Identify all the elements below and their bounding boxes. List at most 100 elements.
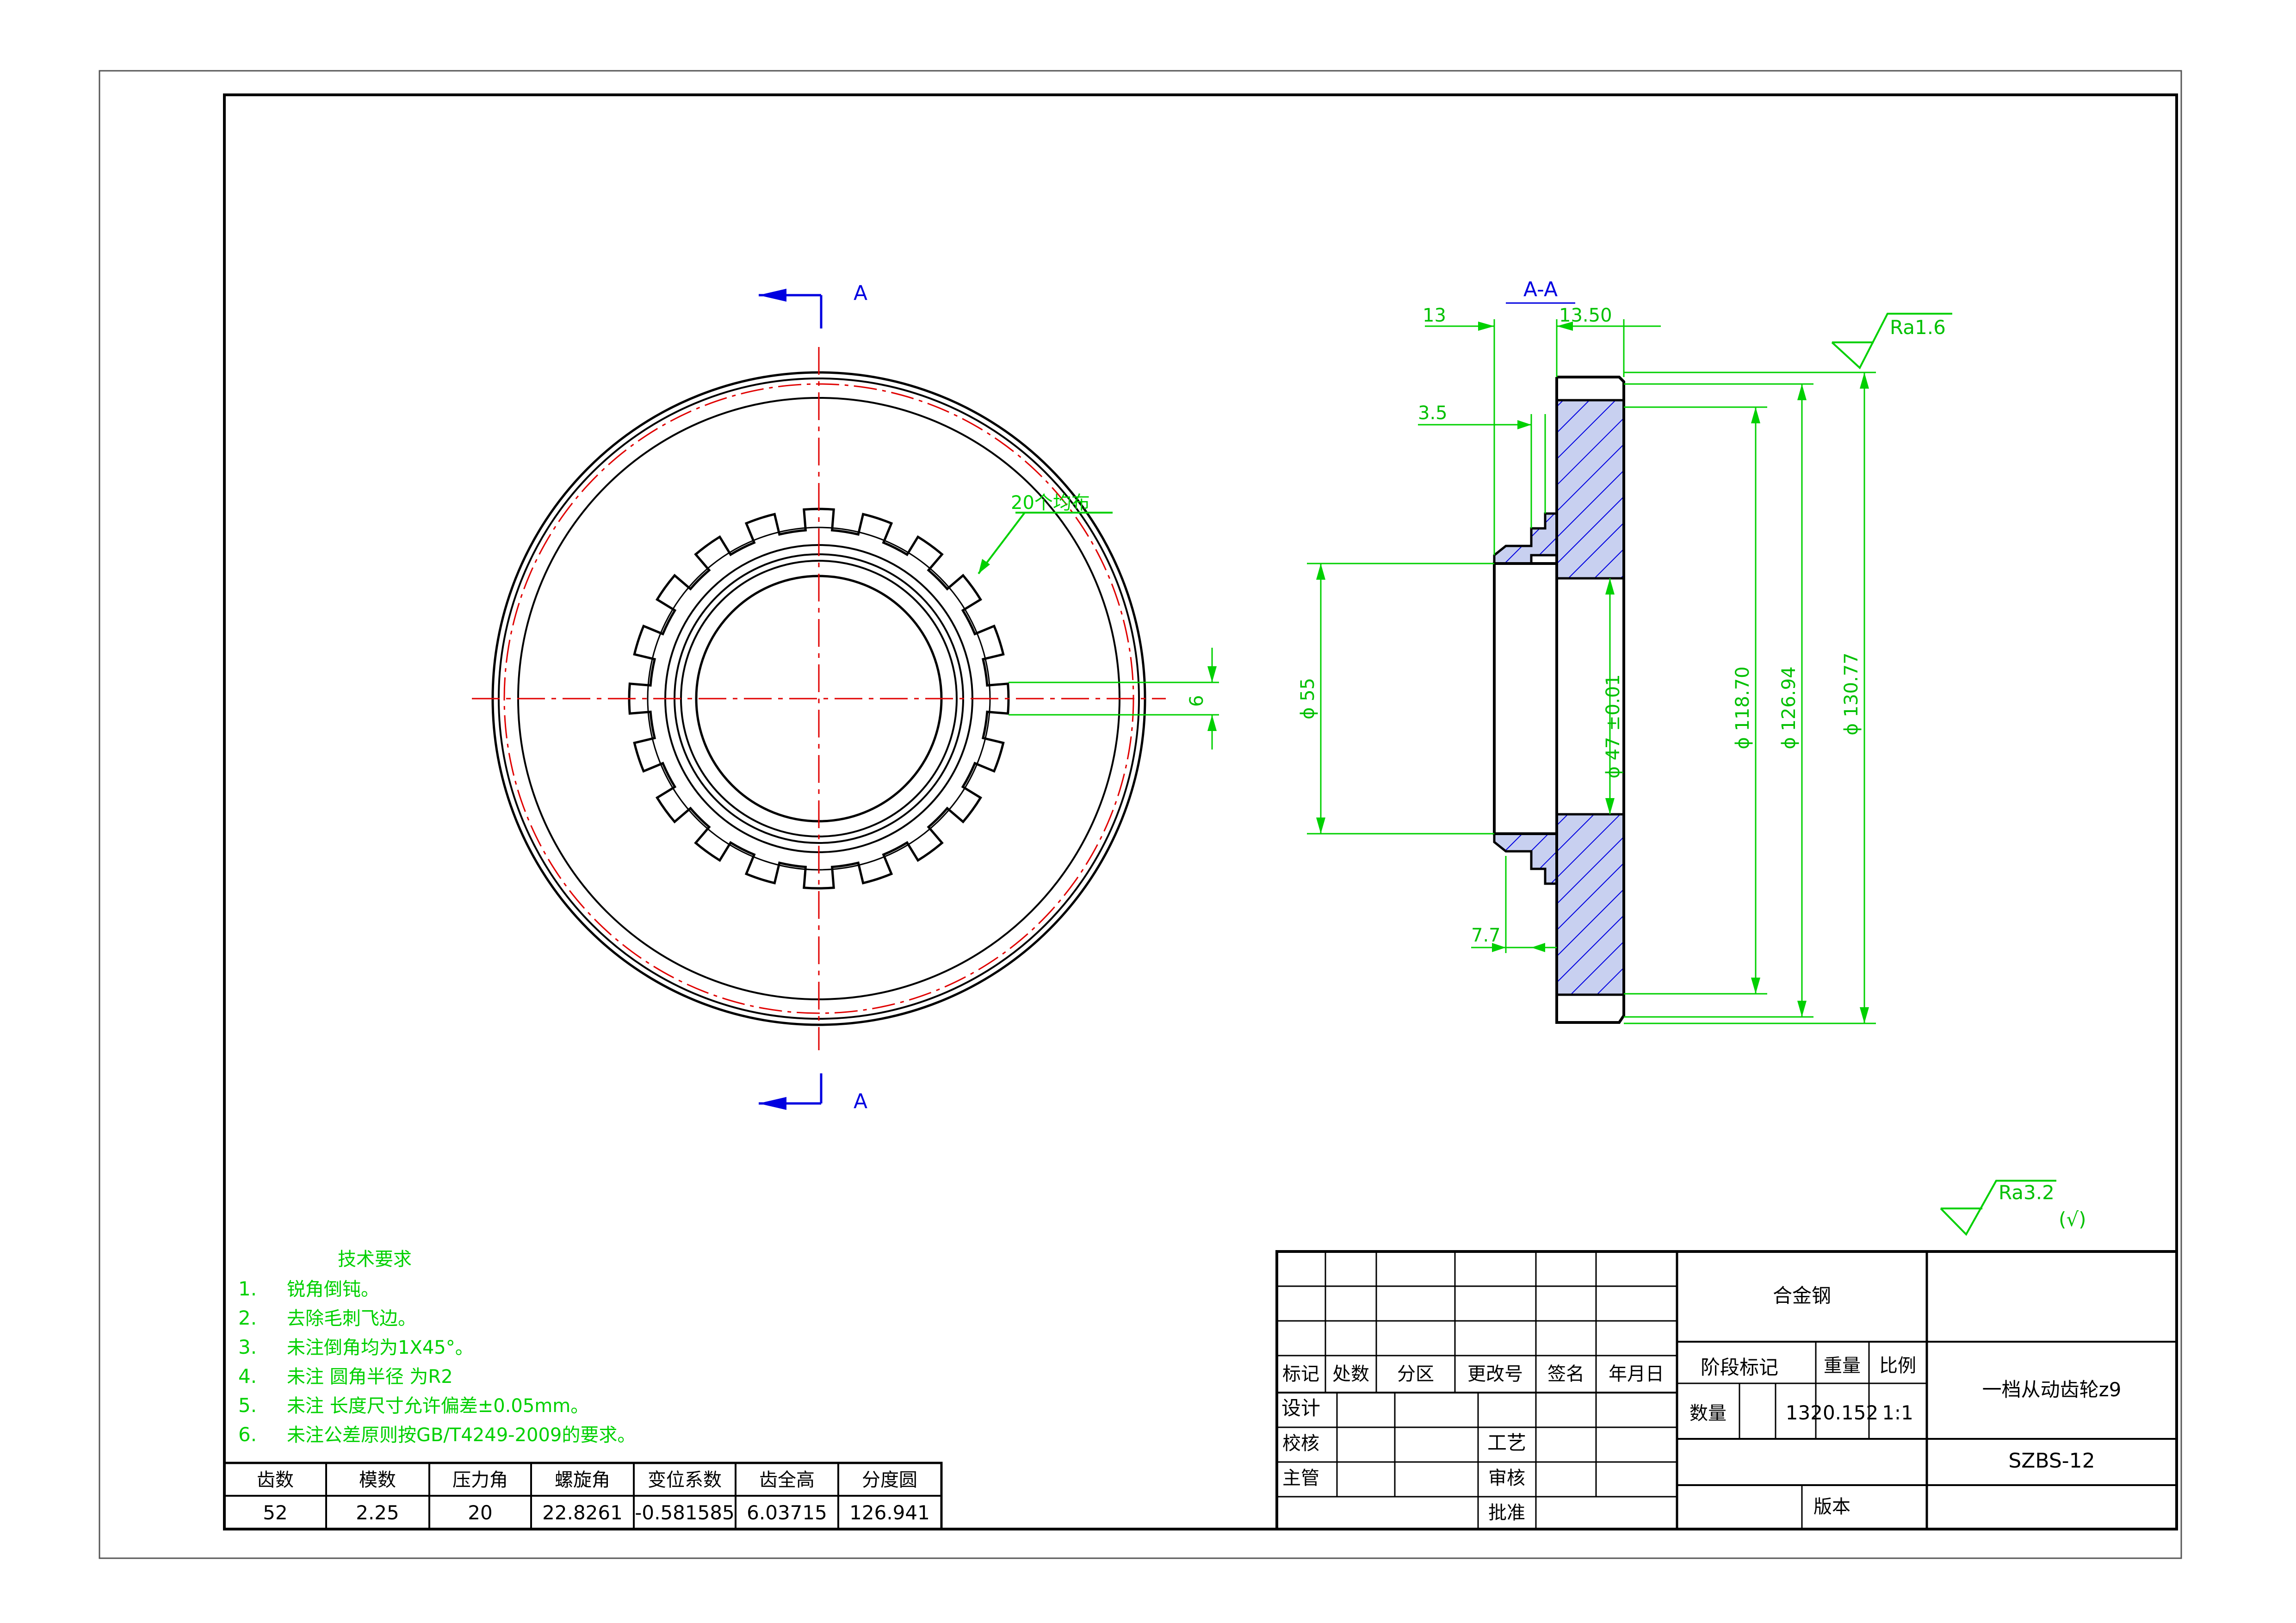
tech-item-2-text: 去除毛刺飞边。 xyxy=(287,1308,416,1329)
tech-item-5-text: 未注 长度尺寸允许偏差±0.05mm。 xyxy=(287,1395,589,1417)
dim-130-arrow-bottom xyxy=(1860,1007,1869,1023)
section-arrow-top-head xyxy=(759,289,786,302)
tb-process: 工艺 xyxy=(1487,1431,1526,1454)
gear-value-profile-shift: -0.581585 xyxy=(635,1501,735,1524)
gear-header-helix-angle: 螺旋角 xyxy=(555,1469,610,1491)
dim-126-label: ϕ 126.94 xyxy=(1778,666,1800,749)
tech-item-2-num: 2. xyxy=(238,1307,257,1329)
tb-qty-label: 数量 xyxy=(1690,1403,1727,1424)
gear-value-pitch-diameter: 126.941 xyxy=(849,1501,930,1524)
callout-arrowhead xyxy=(978,559,990,574)
tech-item-4-num: 4. xyxy=(238,1365,257,1388)
gear-value-tooth-depth: 6.03715 xyxy=(747,1501,827,1524)
section-label-bottom: A xyxy=(854,1090,867,1113)
tb-design: 设计 xyxy=(1281,1397,1320,1419)
tb-rev-signature: 签名 xyxy=(1547,1363,1584,1385)
tb-chief: 主管 xyxy=(1282,1468,1319,1489)
dim-3-5-arrow xyxy=(1517,420,1531,429)
dim-55-label: ϕ 55 xyxy=(1297,678,1318,719)
dim-130-arrow-top xyxy=(1860,372,1869,389)
front-view: A A 20个均布 6 xyxy=(472,281,1219,1113)
dim-6-arrow-top xyxy=(1207,666,1217,682)
dim-13-50-label: 13.50 xyxy=(1559,305,1612,326)
spline-teeth-outline xyxy=(628,508,1010,890)
tb-weight-value: 1320.152 xyxy=(1786,1401,1878,1424)
tb-scale-value: 1:1 xyxy=(1882,1401,1913,1424)
tb-check: 校核 xyxy=(1282,1433,1319,1454)
tb-weight-label: 重量 xyxy=(1824,1355,1861,1376)
dim-13-arrow xyxy=(1478,322,1494,331)
tb-scale-label: 比例 xyxy=(1879,1355,1916,1376)
section-view: A-A 13 13.50 3.5 7.7 xyxy=(1297,278,1952,1024)
outer-border xyxy=(99,70,2182,1559)
title-block: 标记 处数 分区 更改号 签名 年月日 设计 校核 主管 工艺 审核 批准 合金… xyxy=(1275,1250,2178,1530)
dim-47-label: ϕ 47 ±0.01 xyxy=(1603,674,1624,778)
roughness-ra32-label: Ra3.2 xyxy=(1999,1181,2055,1204)
dim-55-arrow-bottom xyxy=(1316,818,1325,834)
tech-requirements: 技术要求 1. 锐角倒钝。 2. 去除毛刺飞边。 3. 未注倒角均为1X45°。… xyxy=(238,1249,636,1446)
tb-rev-change-no: 更改号 xyxy=(1467,1363,1523,1385)
dim-6-label: 6 xyxy=(1186,695,1207,706)
dim-13-label: 13 xyxy=(1423,305,1446,326)
hub-bore xyxy=(1493,562,1558,835)
roughness-ra16-label: Ra1.6 xyxy=(1890,316,1946,339)
tb-material: 合金钢 xyxy=(1773,1284,1831,1307)
tb-rev-zone: 分区 xyxy=(1397,1363,1434,1385)
general-roughness: Ra3.2 (√) xyxy=(1940,1180,2086,1236)
section-upper-hatch xyxy=(1493,399,1625,580)
title-block-frame xyxy=(1275,1250,2178,1530)
inner-border xyxy=(223,93,2178,1530)
roughness-ra32-paren: (√) xyxy=(2059,1208,2086,1231)
gear-header-module: 模数 xyxy=(359,1469,396,1491)
tech-item-3-num: 3. xyxy=(238,1336,257,1358)
tb-rev-count: 处数 xyxy=(1332,1363,1369,1385)
gear-value-pressure-angle: 20 xyxy=(468,1501,492,1524)
roughness-ra16-symbol xyxy=(1831,313,1952,370)
gear-header-teeth: 齿数 xyxy=(257,1469,294,1491)
tech-item-6-text: 未注公差原则按GB/T4249-2009的要求。 xyxy=(287,1425,636,1446)
tech-item-4-text: 未注 圆角半径 为R2 xyxy=(287,1366,453,1388)
tb-approve: 批准 xyxy=(1488,1502,1525,1524)
dim-55-arrow-top xyxy=(1316,564,1325,580)
tech-item-1-text: 锐角倒钝。 xyxy=(287,1279,379,1300)
gear-value-helix-angle: 22.8261 xyxy=(542,1501,623,1524)
callout-tooth-note: 20个均布 xyxy=(1011,492,1090,514)
gear-header-tooth-depth: 齿全高 xyxy=(759,1469,815,1491)
dim-6-arrow-bottom xyxy=(1207,715,1217,731)
tb-part-name: 一档从动齿轮z9 xyxy=(1982,1378,2122,1401)
tech-requirements-title: 技术要求 xyxy=(338,1249,412,1270)
gear-value-teeth: 52 xyxy=(263,1501,287,1524)
dim-7-7-label: 7.7 xyxy=(1471,925,1501,946)
section-lower-hatch xyxy=(1493,813,1625,996)
tech-item-3-text: 未注倒角均为1X45°。 xyxy=(287,1337,474,1358)
tb-stage-mark: 阶段标记 xyxy=(1701,1356,1778,1379)
gear-parameter-table: 齿数 模数 压力角 螺旋角 变位系数 齿全高 分度圆 52 2.25 20 22… xyxy=(223,1462,943,1530)
gear-value-module: 2.25 xyxy=(356,1501,399,1524)
dim-118-label: ϕ 118.70 xyxy=(1732,666,1753,749)
tech-item-5-num: 5. xyxy=(238,1394,257,1417)
section-arrow-bottom-head xyxy=(759,1097,786,1110)
tech-item-1-num: 1. xyxy=(238,1277,257,1300)
dim-118-arrow-bottom xyxy=(1751,978,1760,994)
dim-118-arrow-top xyxy=(1751,407,1760,423)
dim-7-7-arrow-a xyxy=(1492,943,1506,952)
rim-outline xyxy=(1555,376,1625,1024)
dim-7-7-arrow-b xyxy=(1531,943,1545,952)
tb-rev-date: 年月日 xyxy=(1609,1363,1664,1385)
section-title: A-A xyxy=(1523,278,1558,301)
dim-3-5-label: 3.5 xyxy=(1418,403,1448,424)
dim-126-arrow-bottom xyxy=(1797,1001,1807,1017)
dim-130-label: ϕ 130.77 xyxy=(1841,652,1862,735)
gear-header-pitch-diameter: 分度圆 xyxy=(862,1469,917,1491)
dim-13-50-arrow xyxy=(1557,322,1573,331)
tb-version: 版本 xyxy=(1813,1496,1850,1518)
dim-126-arrow-top xyxy=(1797,384,1807,400)
tech-item-6-num: 6. xyxy=(238,1423,257,1446)
section-label-top: A xyxy=(854,281,867,305)
tb-rev-mark: 标记 xyxy=(1282,1363,1319,1385)
dim-47-arrow-top xyxy=(1605,578,1615,595)
gear-header-profile-shift: 变位系数 xyxy=(648,1469,722,1491)
dim-47-arrow-bottom xyxy=(1605,798,1615,814)
tb-drawing-no: SZBS-12 xyxy=(2008,1449,2095,1473)
